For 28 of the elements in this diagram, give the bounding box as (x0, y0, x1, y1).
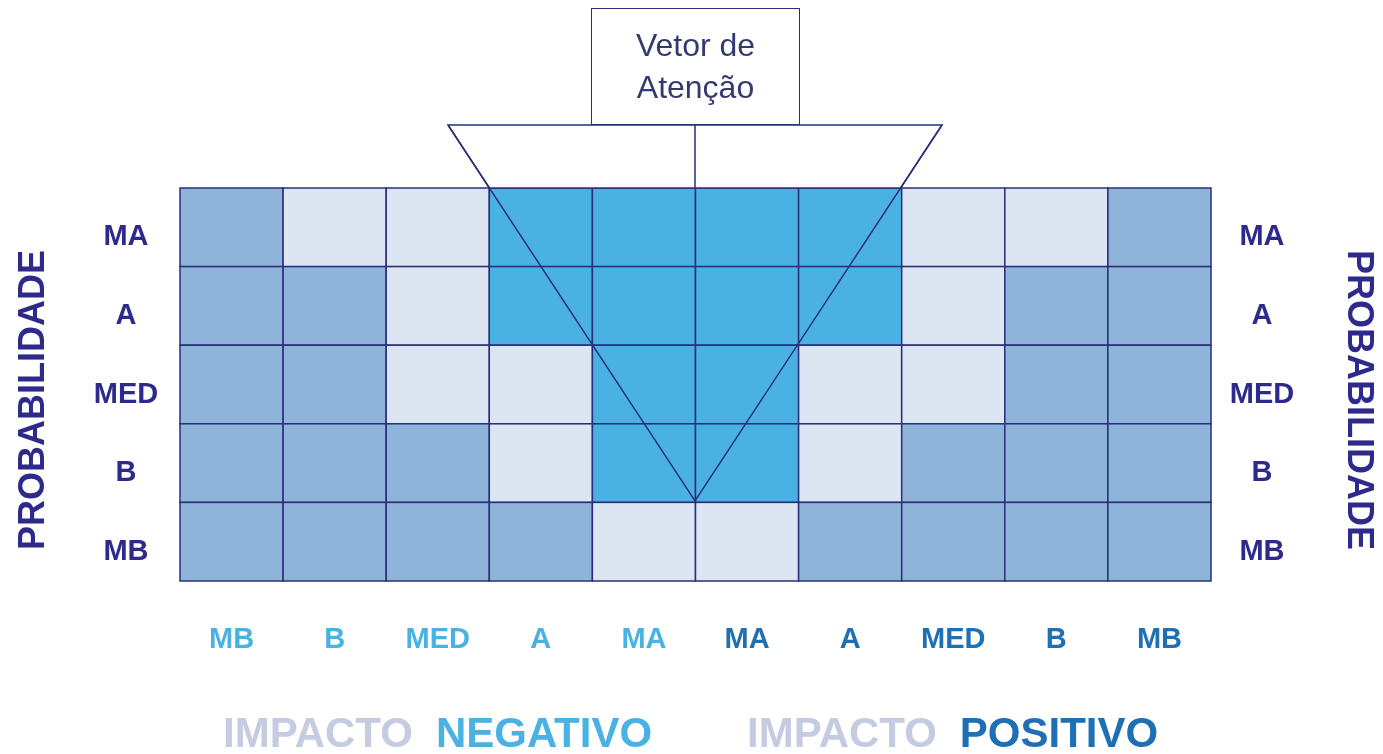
row-label: MA (1239, 220, 1285, 250)
row-label: A (115, 299, 137, 329)
box-text: Vetor de Atenção (634, 25, 757, 107)
row-label: MED (1229, 378, 1295, 407)
row-label: B (1251, 456, 1273, 486)
column-label: B (324, 623, 346, 653)
row-label: MED (93, 378, 159, 407)
row-label: MB (103, 535, 149, 565)
row-label: A (1251, 299, 1273, 329)
row-label: MA (103, 220, 149, 250)
label-box (591, 8, 800, 125)
column-label: MED (921, 623, 986, 653)
column-label: A (530, 623, 552, 653)
axis-title: IMPACTO (223, 712, 413, 754)
axis-title: POSITIVO (959, 712, 1159, 754)
column-label: MED (405, 623, 470, 653)
axis-title: NEGATIVO (435, 712, 653, 754)
column-label: MB (1136, 623, 1182, 653)
column-label: MB (209, 623, 255, 653)
column-label: MA (724, 623, 770, 653)
axis-title: PROBABILIDADE (1342, 250, 1378, 550)
column-label: A (839, 623, 861, 653)
column-label: MA (621, 623, 667, 653)
row-label: B (115, 456, 137, 486)
column-label: B (1045, 623, 1067, 653)
axis-title: IMPACTO (747, 712, 937, 754)
axis-title: PROBABILIDADE (14, 250, 50, 550)
row-label: MB (1239, 535, 1285, 565)
